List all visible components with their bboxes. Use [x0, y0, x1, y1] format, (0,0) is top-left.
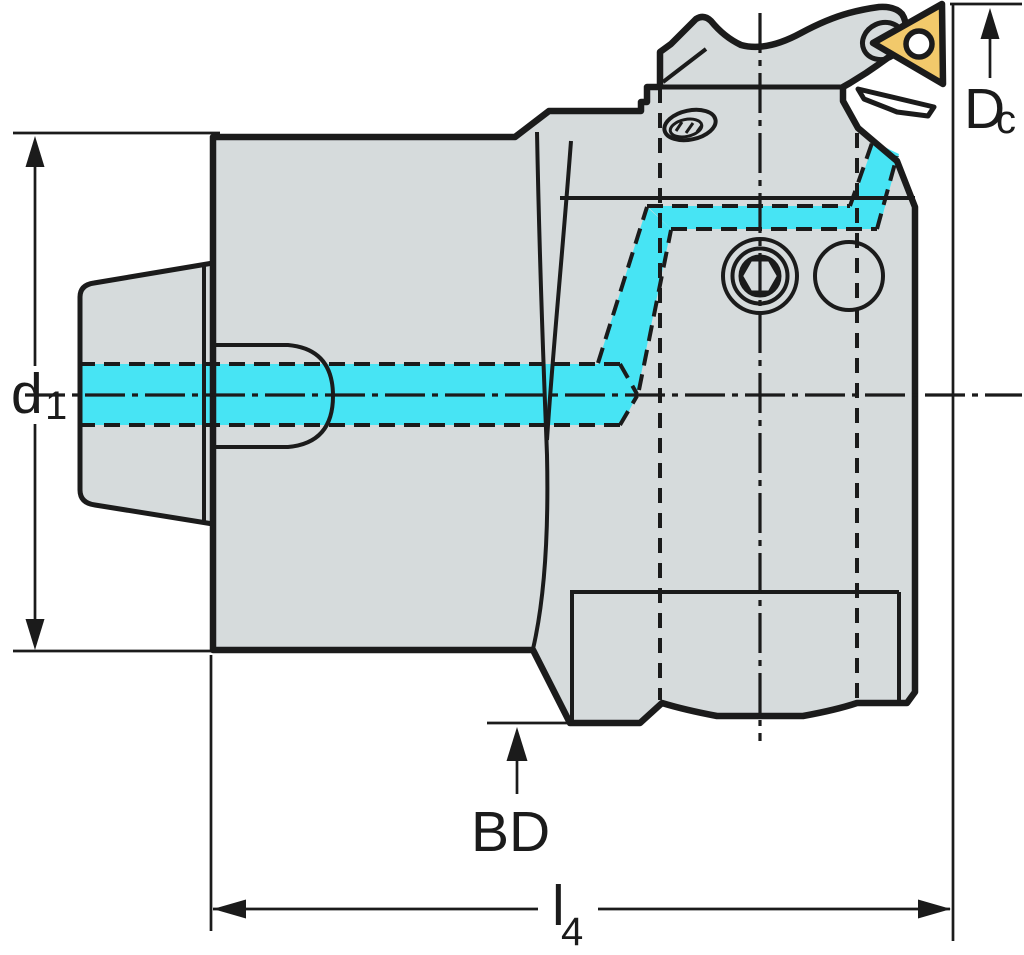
- dc-label-sub: c: [996, 98, 1016, 142]
- coolant-branch-diagonal: [598, 207, 671, 394]
- bd-label: BD: [471, 800, 550, 864]
- d1-label-sub: 1: [45, 384, 67, 428]
- bd-arrow-up: [506, 727, 528, 761]
- dimension-d1: d 1: [11, 131, 220, 653]
- clamp-inner-edge: [661, 47, 708, 84]
- dimension-l4: l 4: [209, 655, 951, 954]
- body-outline: [209, 3, 919, 727]
- l4-label: l: [552, 874, 565, 938]
- l4-arrow-left: [213, 899, 246, 919]
- insert-screw-hole: [903, 28, 935, 60]
- branch-left-dashed: [596, 206, 649, 364]
- dc-arrow-up: [980, 8, 1000, 39]
- countersink-hole: [662, 107, 718, 143]
- l4-label-sub: 4: [561, 910, 583, 954]
- dc-label: D: [964, 77, 1005, 141]
- dimension-bd: BD: [471, 721, 575, 864]
- side-hole: [813, 240, 885, 312]
- branch-right-dashed: [637, 229, 673, 391]
- d1-arrow-down: [25, 619, 45, 650]
- front-curve-left: [531, 131, 550, 650]
- d1-arrow-up: [25, 136, 45, 167]
- dimension-dc: D c: [950, 2, 1022, 941]
- l4-arrow-right: [918, 899, 951, 919]
- d1-label: d: [11, 362, 43, 426]
- spigot-outline: [77, 260, 214, 527]
- hidden-lines: [79, 88, 899, 700]
- insert-seat-shim: [855, 86, 937, 119]
- front-curve-right: [545, 140, 573, 441]
